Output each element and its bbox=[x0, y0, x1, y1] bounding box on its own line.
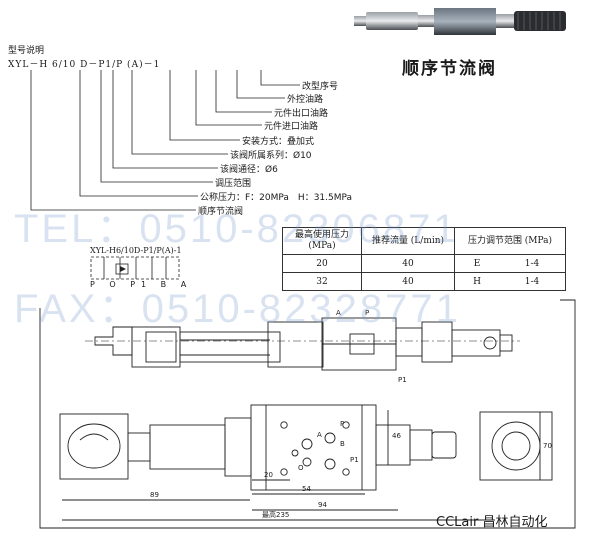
brand-logo-text: CCLair 昌林自动化 bbox=[436, 515, 548, 530]
dim-54: 54 bbox=[302, 485, 311, 493]
label-front-a: A bbox=[317, 431, 322, 439]
label-front-p: P bbox=[340, 420, 344, 428]
cell-code: H bbox=[454, 272, 499, 291]
watermark-tel: TEL：0510-82306871 bbox=[14, 207, 459, 251]
dim-46: 46 bbox=[392, 432, 401, 440]
table-row: 32 40 H 1-4 bbox=[282, 272, 566, 291]
dim-94: 94 bbox=[318, 501, 327, 509]
callout-inlet-oil: 元件进口油路 bbox=[264, 122, 319, 132]
callout-series: 该阀所属系列：Ø10 bbox=[230, 151, 312, 161]
header-max-pressure: 最高使用压力 (MPa) bbox=[282, 227, 362, 255]
spec-table-header: 最高使用压力 (MPa) 推荐流量 (L/min) 压力调节范围 (MPa) bbox=[282, 227, 566, 255]
dim-235: 最高235 bbox=[262, 510, 289, 519]
label-front-o: O bbox=[298, 464, 304, 472]
dim-70: 70 bbox=[543, 442, 552, 450]
watermark-fax: FAX：0510-82328771 bbox=[14, 287, 461, 331]
callout-valve-name: 顺序节流阀 bbox=[198, 207, 244, 217]
label-port-p1: P1 bbox=[398, 376, 407, 384]
model-code: XYL－H 6/10 D－P1/P (A)－1 bbox=[8, 60, 161, 70]
symbol-title: XYL-H6/10D-P1/P(A)-1 bbox=[90, 246, 182, 255]
callout-bore: 该阀通径：Ø6 bbox=[220, 165, 278, 175]
callout-outlet-oil: 元件出口油路 bbox=[274, 109, 329, 119]
dim-20: 20 bbox=[264, 471, 273, 479]
product-photo bbox=[354, 8, 566, 35]
model-title: 型号说明 bbox=[8, 46, 45, 56]
callout-revision: 改型序号 bbox=[302, 82, 339, 92]
label-port-a: A bbox=[336, 309, 341, 317]
callout-nominal-pressure: 公称压力：F：20MPa H：31.5MPa bbox=[200, 193, 353, 203]
label-front-b: B bbox=[340, 440, 345, 448]
callout-mounting: 安装方式：叠加式 bbox=[242, 137, 315, 147]
callout-pressure-range: 调压范围 bbox=[215, 179, 252, 189]
symbol-ports: P O P1 B A bbox=[90, 280, 193, 289]
hydraulic-symbol bbox=[90, 256, 180, 280]
cell-range: 1-4 bbox=[499, 272, 566, 291]
label-front-p1: P1 bbox=[350, 456, 359, 464]
cell-flow: 40 bbox=[361, 272, 455, 291]
label-port-p: P bbox=[365, 309, 369, 317]
model-callout-lines bbox=[30, 70, 300, 211]
spec-table: 最高使用压力 (MPa) 推荐流量 (L/min) 压力调节范围 (MPa) 2… bbox=[282, 227, 566, 291]
callout-external-oil: 外控油路 bbox=[287, 95, 324, 105]
dim-89: 89 bbox=[150, 491, 159, 499]
product-title: 顺序节流阀 bbox=[402, 59, 497, 79]
